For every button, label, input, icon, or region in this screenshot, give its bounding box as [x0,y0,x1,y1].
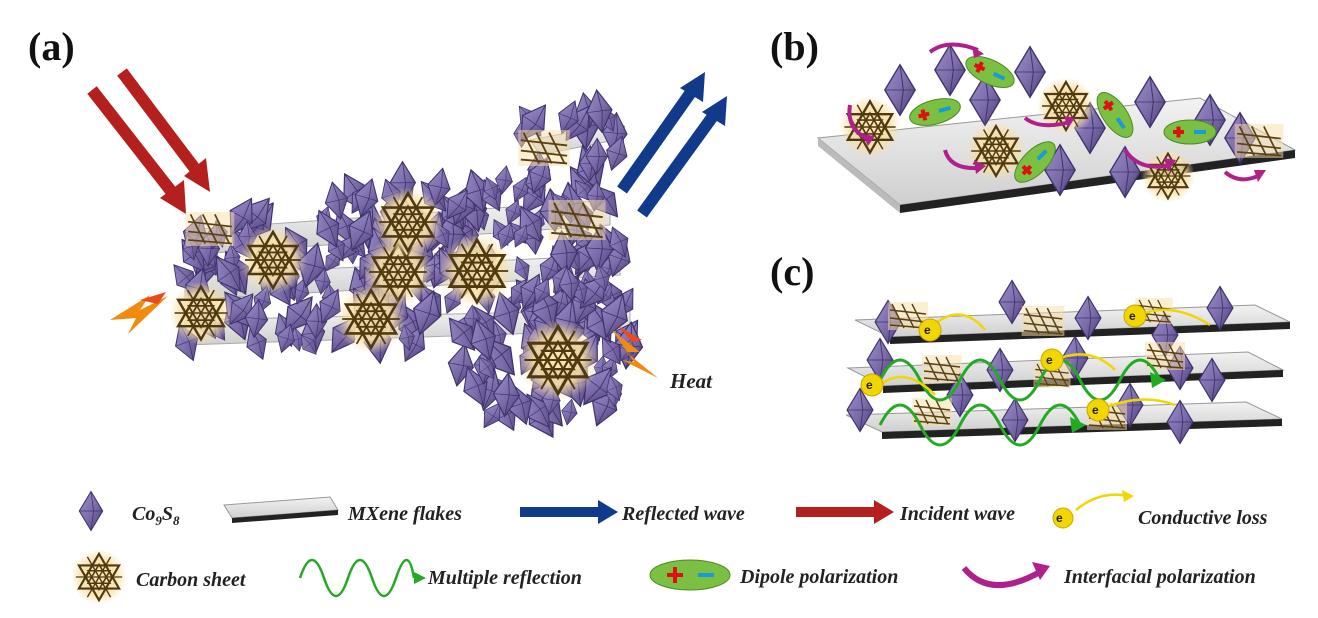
panel-a-composite: Heat [87,68,727,445]
panel-label-b: (b) [770,24,819,69]
electron-label: e [924,323,931,337]
heat-bolt-right [612,326,658,378]
electron-label: e [1046,353,1053,367]
legend-mxene-label: MXene flakes [347,503,462,525]
reflected-wave-arrows [617,72,727,218]
legend-co9s8-label: Co9S8 [132,503,180,528]
electron-label: e [1129,309,1136,323]
electron-label: e [866,378,873,392]
legend-conductive-icon: e [1052,490,1134,529]
interfacial-arrowheads-b [862,46,1266,182]
co9s8-octahedron [934,44,966,96]
panel-b-polarization [816,42,1297,213]
legend-co9s8-icon [78,490,104,532]
dipole [1014,141,1056,183]
electron-label: e [1092,403,1099,417]
legend-interfacial-label: Interfacial polarization [1063,566,1256,588]
dipole [909,98,961,126]
incident-wave-arrows [87,68,210,214]
legend-conductive-label: Conductive loss [1138,507,1268,529]
legend-interfacial-icon [961,562,1050,588]
legend-dipole-label: Dipole polarization [739,566,898,588]
legend-mxene-icon [223,496,339,523]
legend-incident-label: Incident wave [899,503,1015,525]
legend-carbon-label: Carbon sheet [136,569,247,591]
heat-label: Heat [669,369,713,393]
electron: e [1040,348,1064,372]
legend-carbon-icon [70,548,128,606]
dipole [1096,92,1134,138]
electron: e [918,318,942,342]
legend-multiple-icon [298,558,426,598]
heat-bolt-left [110,292,168,334]
panel-c-conduction: e e e e e [845,279,1291,447]
electrons-c: e e e e e [860,304,1147,422]
legend-multiple-label: Multiple reflection [427,567,582,589]
legend-incident-icon [796,500,894,524]
dipole [965,56,1015,88]
legend: Co9S8 MXene flakes Reflected wave Incide… [70,490,1268,606]
panel-label-a: (a) [28,24,75,69]
electron: e [860,373,884,397]
wave-arrowheads-c [1070,372,1166,433]
svg-text:e: e [1056,511,1063,525]
dipole [1163,119,1217,145]
panel-label-c: (c) [770,249,814,294]
legend-reflected-icon [520,500,618,524]
dipoles-b [909,56,1217,183]
electron: e [1086,398,1110,422]
legend-reflected-label: Reflected wave [621,503,745,525]
co9s8-octahedron [1014,46,1046,98]
legend-dipole-icon [649,559,731,591]
electron: e [1123,304,1147,328]
